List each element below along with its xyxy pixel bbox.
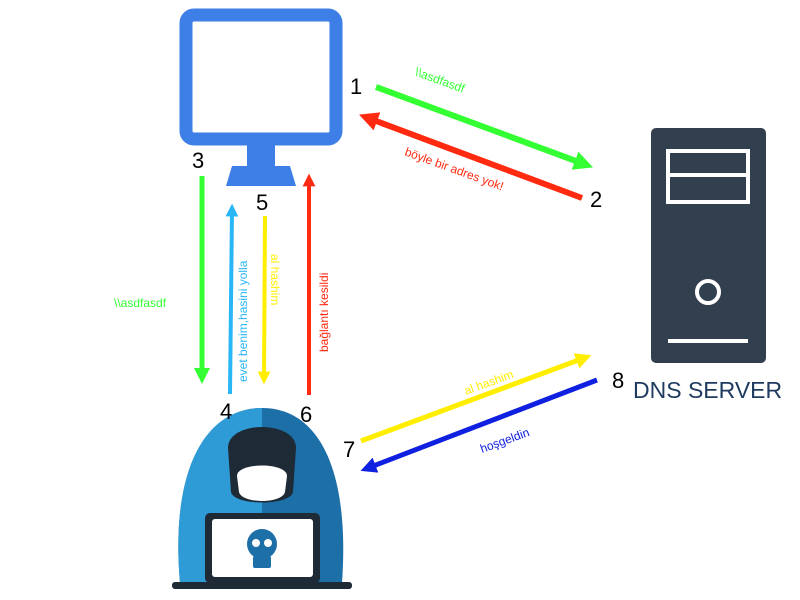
step-number-6: 6 [300, 402, 312, 427]
step-label-1: \\asdfasdf [413, 65, 467, 96]
step-number-5: 5 [256, 190, 268, 215]
step-number-4: 4 [220, 399, 232, 424]
step-label-5: al hashim [268, 254, 282, 305]
server-icon [651, 128, 766, 363]
arrow-step-4 [225, 203, 239, 395]
hacker-icon [172, 408, 352, 589]
monitor-icon [179, 8, 343, 186]
step-number-7: 7 [343, 437, 355, 462]
step-number-1: 1 [350, 74, 362, 99]
arrow-step-7 [360, 353, 592, 444]
step-number-3: 3 [192, 148, 204, 173]
arrow-step-5 [257, 215, 271, 385]
arrow-step-1 [374, 84, 594, 170]
arrow-step-2 [359, 112, 584, 201]
step-number-8: 8 [612, 368, 624, 393]
step-label-6: bağlantı kesildi [317, 273, 331, 352]
step-label-3: \\asdfasdf [114, 296, 167, 310]
arrow-step-8 [360, 377, 598, 473]
step-label-4: evet benim,hasini yolla [236, 260, 250, 382]
server-label: DNS SERVER [633, 377, 782, 403]
step-number-2: 2 [590, 187, 602, 212]
step-label-8: hoşgeldin [478, 425, 531, 456]
